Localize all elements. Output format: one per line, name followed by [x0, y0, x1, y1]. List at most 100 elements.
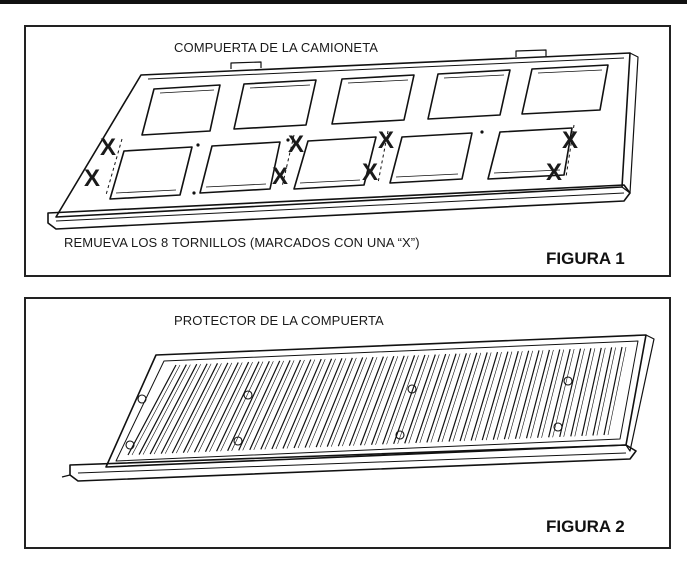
tailgate-illustration: [47, 49, 639, 230]
protector-rib: [459, 352, 488, 442]
protector-rib: [592, 347, 613, 436]
protector-rib: [138, 364, 187, 455]
protector-rib-edge: [452, 352, 482, 442]
protector-rib-edge: [131, 364, 181, 456]
protector-rib-edge: [474, 351, 502, 441]
protector-rib: [514, 350, 540, 439]
protector-rib: [238, 360, 281, 451]
figure-2-top-caption: PROTECTOR DE LA COMPUERTA: [174, 313, 384, 328]
protector-rib-edge: [264, 359, 305, 450]
tailgate-protector-illustration: [61, 334, 655, 482]
protector-rib: [382, 355, 416, 445]
protector-rib: [603, 346, 623, 436]
protector-rib-edge: [297, 358, 336, 449]
screw-marker-x: X: [562, 127, 579, 154]
protector-rib: [437, 353, 467, 443]
protector-rib: [249, 360, 291, 451]
protector-rib-edge: [419, 354, 450, 444]
protector-rib: [503, 350, 530, 440]
figure-1-panel: COMPUERTA DE LA CAMIONETA: [24, 25, 671, 277]
protector-rib: [182, 362, 229, 453]
protector-rib-edge: [375, 355, 409, 445]
protector-rib: [581, 347, 602, 437]
protector-rib-edge: [176, 363, 222, 454]
protector-rib-edge: [242, 360, 284, 451]
protector-rib-edge: [497, 351, 523, 440]
protector-rib-edge: [408, 354, 440, 444]
screw-marker-x: X: [100, 134, 117, 161]
protector-rib-edge: [530, 349, 554, 439]
protector-rib-edge: [441, 353, 471, 443]
protector-rib: [171, 363, 219, 454]
top-rule: [0, 0, 687, 4]
protector-rib-edge: [386, 355, 419, 445]
protector-rib-edge: [596, 347, 616, 436]
protector-rib: [470, 351, 499, 441]
protector-rib-edge: [519, 350, 544, 439]
protector-rib: [282, 358, 322, 449]
protector-rib-edge: [541, 349, 565, 438]
protector-rib-edge: [430, 353, 461, 443]
protector-rib-edge: [308, 358, 347, 448]
protector-rib-edge: [485, 351, 513, 441]
protector-rib-edge: [275, 359, 316, 450]
protector-rib-edge: [574, 348, 596, 437]
protector-rib: [337, 356, 374, 447]
figure-1-top-caption: COMPUERTA DE LA CAMIONETA: [174, 40, 379, 55]
protector-rib: [448, 352, 478, 442]
protector-rib-edge: [397, 354, 430, 444]
protector-rib: [370, 355, 405, 445]
protector-ribs: [127, 346, 627, 456]
protector-rib: [559, 348, 582, 437]
protector-rib-edge: [319, 357, 357, 448]
protector-rib: [481, 351, 509, 441]
protector-rib: [193, 362, 239, 453]
protector-rib-edge: [353, 356, 388, 446]
screw-marker-x: X: [546, 159, 563, 186]
protector-rib-edge: [198, 362, 243, 453]
protector-rib: [216, 361, 260, 452]
protector-rib: [404, 354, 436, 444]
protector-rib: [271, 359, 312, 450]
protector-rib-edge: [253, 360, 295, 451]
protector-rib: [227, 360, 270, 452]
protector-rib-edge: [164, 363, 212, 454]
protector-rib: [260, 359, 302, 450]
screw-marker-x: X: [84, 165, 101, 192]
protector-rib: [149, 363, 198, 455]
protector-rib: [348, 356, 385, 446]
protector-rib-edge: [142, 364, 191, 455]
figure-2-panel: PROTECTOR DE LA COMPUERTA FIGURA 2: [24, 297, 671, 549]
protector-rib-edge: [508, 350, 533, 440]
protector-rib: [415, 353, 447, 444]
protector-rib-edge: [607, 346, 627, 436]
figure-1-instruction: REMUEVA LOS 8 TORNILLOS (MARCADOS CON UN…: [64, 235, 420, 250]
protector-rib: [525, 349, 550, 439]
screw-marker-x: X: [362, 159, 379, 186]
protector-rib-edge: [220, 361, 264, 452]
protector-rib: [315, 357, 353, 448]
protector-rib: [359, 355, 395, 446]
protector-rib: [204, 361, 250, 453]
protector-rib: [548, 348, 571, 438]
figure-1-label: FIGURA 1: [546, 249, 625, 268]
protector-rib-edge: [585, 347, 606, 436]
protector-rib-edge: [209, 361, 253, 452]
protector-rib-edge: [286, 359, 326, 449]
protector-rib: [326, 357, 364, 447]
figure-2-label: FIGURA 2: [546, 517, 625, 536]
protector-rib: [570, 348, 592, 437]
protector-rib-edge: [187, 362, 233, 453]
protector-rib: [536, 349, 561, 438]
screw-marker-x: X: [272, 163, 289, 190]
protector-rib-edge: [342, 356, 378, 447]
screw-marker-x: X: [378, 127, 395, 154]
protector-rib: [293, 358, 333, 449]
protector-rib-edge: [463, 352, 492, 442]
protector-rib-edge: [231, 361, 274, 451]
screw-marker-x: X: [288, 131, 305, 158]
protector-rib: [426, 353, 457, 443]
protector-rib: [393, 354, 426, 445]
protector-rib-edge: [563, 348, 585, 437]
protector-rib: [304, 358, 343, 448]
